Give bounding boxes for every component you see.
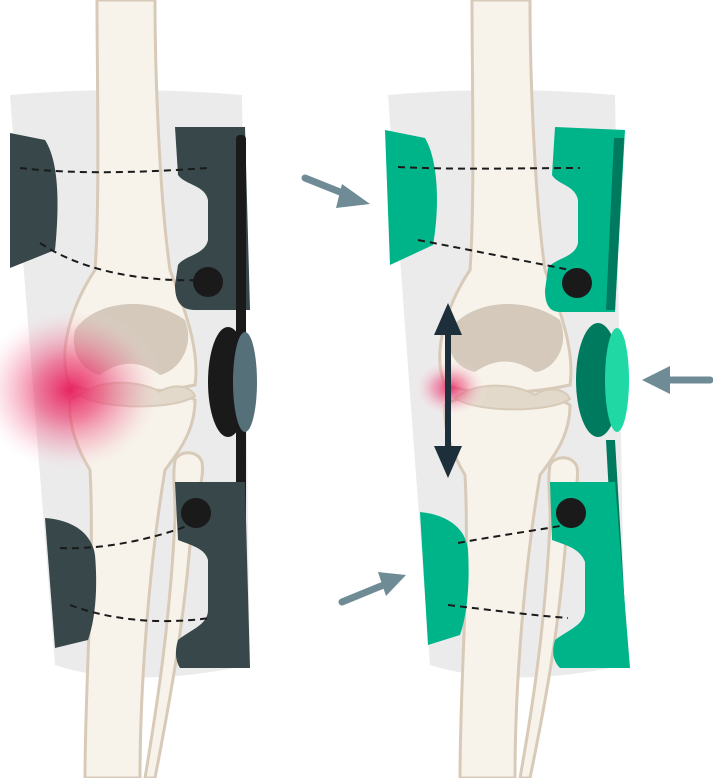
pressure-arrow-icon [305,178,370,208]
pressure-arrow-icon [342,572,406,602]
strap-anchor-upper-after [562,268,592,298]
hinge-cap-before [233,332,257,432]
pad-upper-left-before [10,133,58,268]
hinge-cap-after [605,328,629,432]
strap-anchor-upper-before [193,267,223,297]
pad-lower-left-after [420,512,469,645]
strap-anchor-lower-after [556,498,586,528]
pressure-arrow-icon [642,366,710,394]
panel-after [385,0,630,778]
panel-before [0,0,257,778]
strap-anchor-lower-before [181,498,211,528]
pad-upper-left-after [385,130,437,265]
